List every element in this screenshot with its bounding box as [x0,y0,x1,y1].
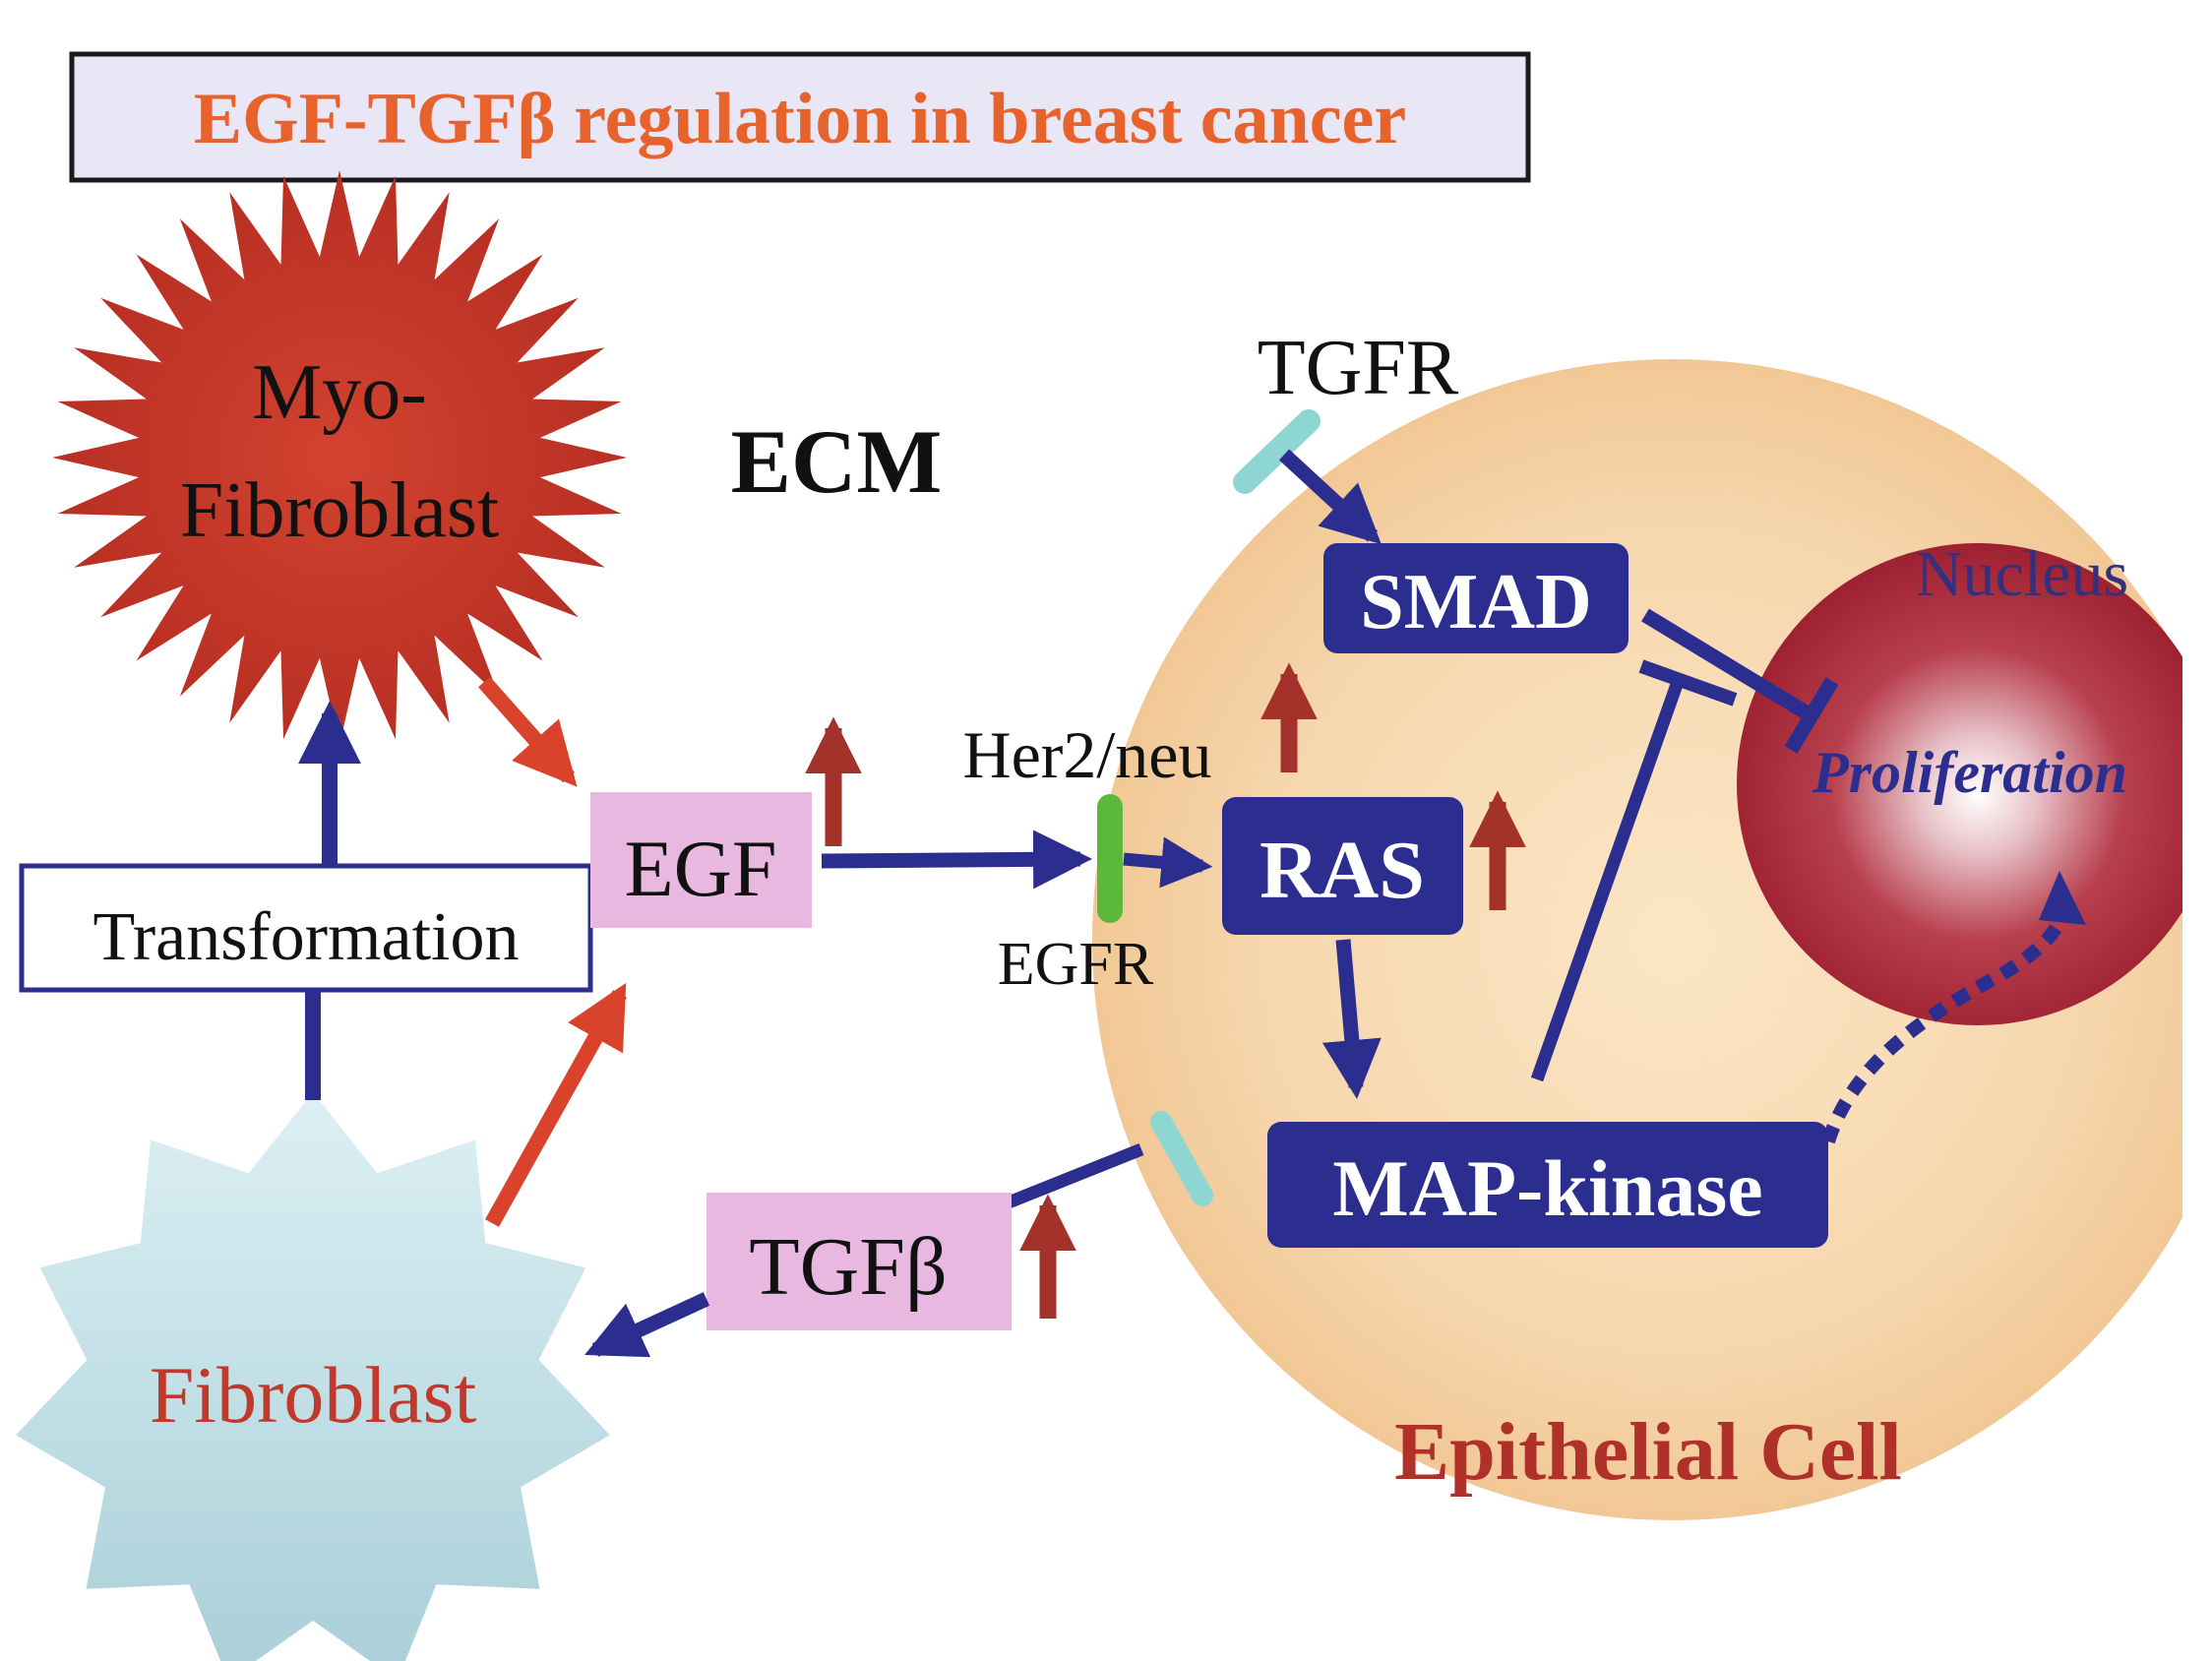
ecm-label: ECM [731,411,943,512]
myofibroblast-star [52,170,627,745]
mapk-inhibits-smad-line [1530,676,1686,1082]
egfr-to-ras-arrow [1123,836,1213,889]
proliferation-label: Proliferation [1812,740,2127,805]
diagram-title: EGF-TGFβ regulation in breast cancer [194,79,1407,159]
fibroblast-to-egf-arrow [485,982,627,1227]
transformation-box: Transformation [19,863,593,993]
fibroblast-label: Fibroblast [150,1350,477,1440]
egf-box: EGF [590,792,812,928]
fibroblast-star [16,1092,610,1661]
myofibroblast-to-egf-arrow [478,676,578,787]
egf-to-egfr-arrow [821,830,1092,890]
smad-inhibition-bar [1784,677,1839,754]
myofibroblast-label-line1: Myo- [252,349,427,436]
mapk-to-proliferation-arrowhead [2039,871,2086,925]
mapk-label: MAP-kinase [1332,1143,1762,1233]
ras-box: RAS [1222,797,1463,935]
tgfr-label: TGFR [1258,325,1459,411]
ras-to-mapk-arrow [1321,939,1382,1099]
mapk-box: MAP-kinase [1267,1122,1828,1248]
mapk-to-proliferation-dotted-arrow [1821,907,2071,1144]
smad-label: SMAD [1360,559,1592,646]
tgfr-receptor-marker-top [1233,409,1321,494]
tgfr-to-tgfb-line [1006,1142,1144,1209]
title-box: EGF-TGFβ regulation in breast cancer [69,51,1531,183]
nucleus-label: Nucleus [1916,538,2128,610]
mapk-inhibition-bar [1638,659,1738,707]
epithelial-cell-label: Epithelial Cell [1394,1406,1902,1498]
egf-label: EGF [625,824,777,913]
myofibroblast-label-line2: Fibroblast [180,467,499,554]
tgfr-to-smad-arrow [1278,449,1382,545]
tgfb-box: TGFβ [707,1193,1012,1330]
tgfr-receptor-marker-bottom [1150,1111,1213,1206]
tgfb-label: TGFβ [749,1221,947,1313]
tgfb-to-fibroblast-arrow [584,1292,710,1358]
egfr-label: EGFR [998,931,1154,998]
transformation-label: Transformation [93,899,520,975]
her2-neu-label: Her2/neu [962,717,1211,792]
smad-box: SMAD [1323,543,1628,653]
smad-inhibits-proliferation-line [1641,608,1814,722]
ras-label: RAS [1260,825,1425,916]
